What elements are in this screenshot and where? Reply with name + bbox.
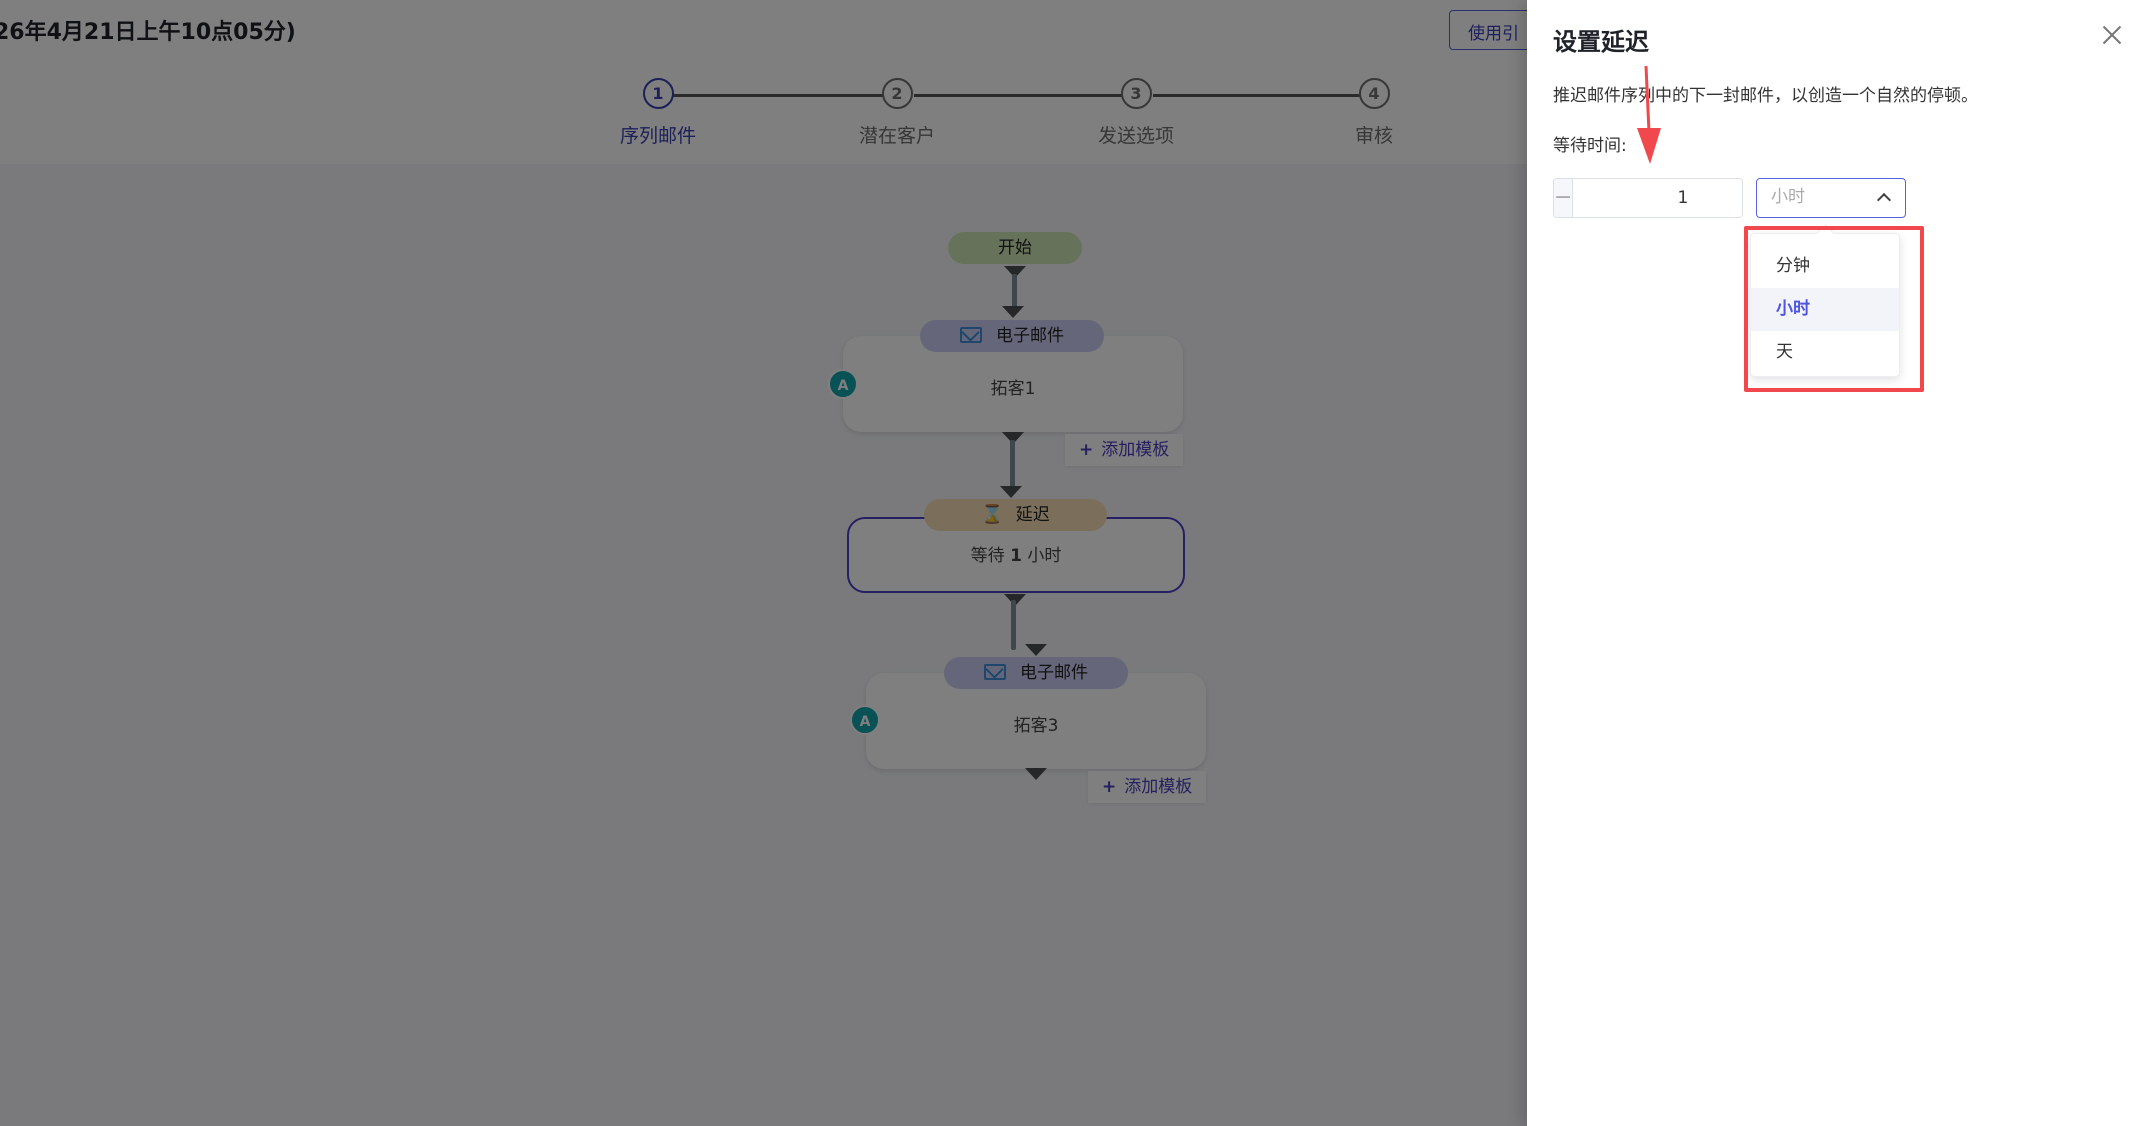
decrement-button[interactable]: − bbox=[1554, 179, 1574, 217]
option-hours[interactable]: 小时 bbox=[1751, 288, 1899, 331]
annotation-highlight-box bbox=[1744, 226, 1924, 392]
option-minutes[interactable]: 分钟 bbox=[1776, 256, 1810, 276]
option-days[interactable]: 天 bbox=[1776, 342, 1793, 362]
close-icon[interactable] bbox=[2101, 24, 2123, 46]
wait-time-input[interactable] bbox=[1573, 179, 1742, 217]
set-delay-drawer: 设置延迟 推迟邮件序列中的下一封邮件，以创造一个自然的停顿。 等待时间: − +… bbox=[1527, 0, 2139, 1126]
time-unit-dropdown: 分钟 小时 天 bbox=[1750, 233, 1900, 377]
arrow-shaft bbox=[1644, 66, 1651, 133]
time-unit-select-value: 小时 bbox=[1771, 187, 1805, 207]
drawer-description: 推迟邮件序列中的下一封邮件，以创造一个自然的停顿。 bbox=[1553, 86, 1978, 106]
wait-time-stepper: − + bbox=[1553, 178, 1743, 218]
time-unit-select[interactable]: 小时 bbox=[1756, 178, 1906, 218]
drawer-title: 设置延迟 bbox=[1553, 28, 1649, 56]
chevron-up-icon bbox=[1876, 192, 1892, 208]
wait-time-label: 等待时间: bbox=[1553, 136, 1627, 156]
annotation-arrow-icon bbox=[1637, 66, 1661, 164]
arrow-head bbox=[1637, 128, 1661, 164]
